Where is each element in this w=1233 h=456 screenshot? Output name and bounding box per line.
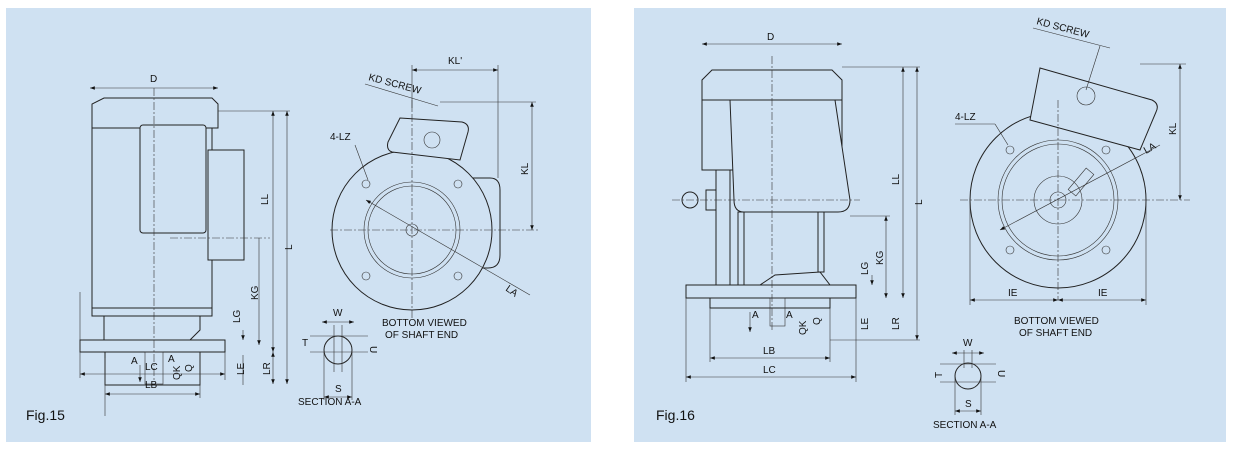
dim-LA: LA (1142, 141, 1158, 157)
dim-LE: LE (236, 362, 247, 375)
dim-A-left: A (131, 356, 138, 367)
section-label: SECTION A-A (933, 420, 997, 431)
dim-A-right: A (168, 354, 175, 365)
dim-LB: LB (763, 346, 776, 357)
dim-T: T (934, 372, 945, 378)
dim-LC: LC (763, 365, 776, 376)
fig16-dimensions: D L LL KG LG LE LR A A QK Q LB LC (685, 32, 925, 382)
fig16-section-aa: W T U S SECTION A-A (933, 338, 1006, 431)
dim-S: S (965, 399, 972, 410)
figure-caption: Fig.16 (656, 407, 695, 423)
dim-U: U (995, 370, 1006, 377)
dim-A-left: A (752, 310, 759, 321)
bottom-view-label-1: BOTTOM VIEWED (382, 318, 467, 329)
dim-LR: LR (262, 362, 273, 375)
dim-L: L (284, 244, 295, 250)
dim-Q: Q (812, 317, 823, 325)
dim-LR: LR (891, 317, 902, 330)
dim-L: L (914, 199, 925, 205)
dim-IE-right: IE (1098, 288, 1108, 299)
dim-A-right: A (786, 310, 793, 321)
bottom-view-label-1: BOTTOM VIEWED (1014, 316, 1099, 327)
dim-LL: LL (260, 193, 271, 205)
dim-4-LZ: 4-LZ (955, 112, 976, 123)
fig15-front-view: LA 4-LZ KD SCREW KL' KL BOTTOM VIEWED OF… (330, 56, 540, 341)
bolt-hole-icons (1005, 145, 1111, 255)
dim-QK: QK (172, 365, 183, 380)
dim-KG: KG (875, 250, 886, 265)
fig15-dimensions: D L LL KG LG LE LR A A QK Q LB LC (79, 74, 295, 416)
dim-LA: LA (503, 283, 520, 299)
bottom-view-label-2: OF SHAFT END (385, 330, 458, 341)
dim-QK: QK (798, 320, 809, 335)
fig16-side-view (672, 56, 860, 330)
dim-Q: Q (184, 364, 195, 372)
dim-4-LZ: 4-LZ (330, 132, 351, 143)
dim-KL-prime: KL' (448, 56, 462, 67)
dim-LB: LB (145, 380, 158, 391)
dim-LC: LC (145, 362, 158, 373)
dim-LL: LL (891, 173, 902, 185)
dim-D: D (767, 32, 774, 43)
dim-D: D (150, 74, 157, 85)
bottom-view-label-2: OF SHAFT END (1019, 328, 1092, 339)
dim-W: W (333, 308, 343, 319)
fig15-side-view (79, 88, 270, 386)
kd-screw-label: KD SCREW (1035, 16, 1090, 41)
figure-caption: Fig.15 (26, 407, 65, 423)
dim-LG: LG (860, 261, 871, 275)
dim-KG: KG (250, 285, 261, 300)
bolt-hole-icons (361, 179, 463, 281)
dim-LE: LE (860, 317, 871, 330)
dim-W: W (963, 338, 973, 349)
dim-KL: KL (520, 162, 531, 175)
fig16-front-view: LA 4-LZ KD SCREW KL IE IE BOTTOM VIEWED … (955, 16, 1190, 339)
dim-KL: KL (1168, 122, 1179, 135)
fig15-section-aa: W T U S SECTION A-A (298, 308, 378, 408)
dim-IE-left: IE (1008, 288, 1018, 299)
dim-S: S (335, 384, 342, 395)
dim-U: U (367, 346, 378, 353)
dim-T: T (302, 338, 308, 349)
section-label: SECTION A-A (298, 397, 362, 408)
dim-LG: LG (232, 309, 243, 323)
